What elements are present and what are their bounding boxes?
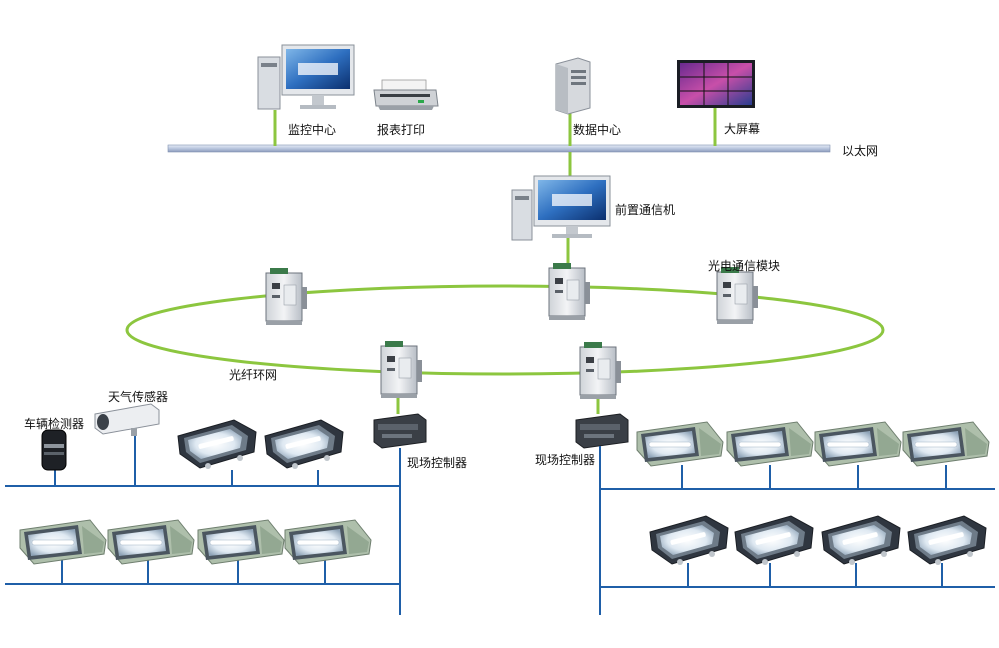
label-field-controller-left: 现场控制器 [407, 456, 468, 470]
controller-icon [373, 413, 427, 449]
floodlight-icon [107, 519, 195, 565]
weather-sensor-icon [94, 403, 160, 436]
label-monitoring-center: 监控中心 [288, 123, 337, 137]
floodlight-icon [821, 515, 901, 566]
media-converter-icon [548, 262, 591, 321]
label-front-comm: 前置通信机 [615, 203, 676, 217]
label-fiber-ring: 光纤环网 [229, 368, 278, 382]
floodlight-icon [177, 419, 257, 470]
left-field-bus [5, 430, 401, 615]
media-converter-icon [265, 267, 308, 326]
floodlight-icon [734, 515, 814, 566]
floodlight-icon [726, 421, 814, 467]
vehicle-detector-icon [41, 429, 67, 471]
controller-icon [575, 413, 629, 449]
floodlight-icon [636, 421, 724, 467]
floodlight-icon [649, 515, 729, 566]
label-field-controller-right: 现场控制器 [535, 453, 596, 467]
fiber-ring [125, 284, 885, 376]
label-weather-sensor: 天气传感器 [108, 390, 169, 404]
media-converter-icon [380, 340, 423, 399]
ethernet-bus [167, 144, 831, 153]
label-optical-module: 光电通信模块 [708, 259, 781, 273]
printer-icon [373, 79, 439, 110]
server-icon [555, 57, 591, 115]
label-data-center: 数据中心 [573, 123, 622, 137]
video-wall-icon [677, 60, 755, 108]
label-big-screen: 大屏幕 [724, 122, 761, 136]
floodlight-icon [284, 519, 372, 565]
computer-icon [511, 175, 611, 241]
floodlight-icon [264, 419, 344, 470]
label-vehicle-detector: 车辆检测器 [24, 417, 85, 431]
floodlight-icon [907, 515, 987, 566]
floodlight-icon [19, 519, 107, 565]
floodlight-icon [814, 421, 902, 467]
floodlight-icon [197, 519, 285, 565]
media-converter-icon [579, 341, 622, 400]
media-converter-icon [716, 266, 759, 325]
floodlight-icon [902, 421, 990, 467]
right-field-bus [599, 446, 995, 615]
computer-icon [257, 44, 355, 110]
label-report-print: 报表打印 [377, 123, 426, 137]
label-ethernet: 以太网 [842, 144, 879, 158]
